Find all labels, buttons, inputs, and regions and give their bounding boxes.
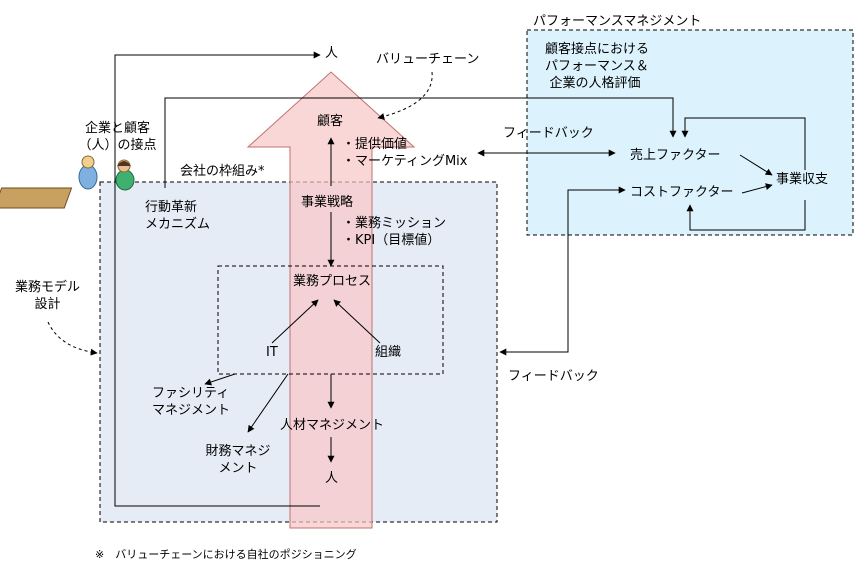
people-at-desk-icon — [0, 155, 135, 209]
contact-to-sales-line — [164, 97, 677, 188]
facility-line2: マネジメント — [152, 403, 231, 418]
company-customer-line2: （人）の接点 — [78, 138, 157, 153]
finance-line1: 財務マネジ — [205, 444, 271, 459]
organization-label: 組織 — [375, 345, 402, 360]
footnote: ※ バリューチェーンにおける自社のポジショニング — [95, 548, 357, 561]
strategy-item-2: ・KPI（目標値） — [342, 233, 441, 248]
it-label: IT — [266, 345, 278, 360]
business-model-line2: 設計 — [34, 297, 61, 312]
company-customer-line1: 企業と顧客 — [84, 121, 150, 136]
cost-factor-label: コストファクター — [630, 185, 734, 200]
feedback-bottom-label: フィードバック — [508, 369, 599, 384]
business-process-label: 業務プロセス — [293, 274, 372, 289]
business-model-callout — [47, 321, 98, 356]
finance-line2: メント — [218, 461, 258, 476]
value-item-2: ・マーケティングMix — [342, 154, 468, 169]
facility-line1: ファシリティ — [152, 386, 230, 401]
sales-to-pl-arrow — [739, 154, 773, 176]
person-top-label: 人 — [325, 46, 339, 61]
person-bottom-label: 人 — [325, 471, 339, 486]
cost-to-pl-arrow — [741, 183, 773, 194]
org-to-process-arrow — [333, 299, 381, 344]
to-finance-arrow — [247, 373, 289, 433]
business-pl-label: 事業収支 — [776, 172, 829, 187]
value-item-1: ・提供価値 — [342, 137, 408, 152]
pl-to-cost-loop — [686, 200, 806, 231]
strategy-item-1: ・業務ミッション — [342, 216, 447, 231]
pl-to-sales-loop — [681, 117, 806, 170]
value-chain-arrow — [246, 71, 416, 529]
action-innovation-line2: メカニズム — [145, 217, 211, 232]
to-facility-arrow — [204, 373, 236, 386]
action-innovation-line1: 行動革新 — [145, 200, 198, 215]
hr-management-label: 人材マネジメント — [280, 418, 385, 433]
person-loop-line — [114, 51, 321, 507]
value-chain-callout — [377, 71, 433, 120]
it-to-process-arrow — [271, 299, 319, 344]
value-chain-label: バリューチェーン — [376, 52, 480, 67]
feedback-top-label: フィードバック — [503, 126, 594, 141]
company-framework-label: 会社の枠組み* — [180, 164, 265, 179]
perf-eval-line3: 企業の人格評価 — [549, 76, 641, 91]
performance-management-title: パフォーマンスマネジメント — [533, 14, 702, 29]
customer-label: 顧客 — [317, 114, 344, 129]
perf-eval-line1: 顧客接点における — [545, 42, 650, 57]
feedback-bottom-arrow — [499, 186, 626, 356]
perf-eval-line2: パフォーマンス＆ — [545, 59, 649, 74]
sales-factor-label: 売上ファクター — [630, 148, 721, 163]
business-strategy-label: 事業戦略 — [301, 195, 354, 210]
business-model-line1: 業務モデル — [14, 280, 80, 295]
